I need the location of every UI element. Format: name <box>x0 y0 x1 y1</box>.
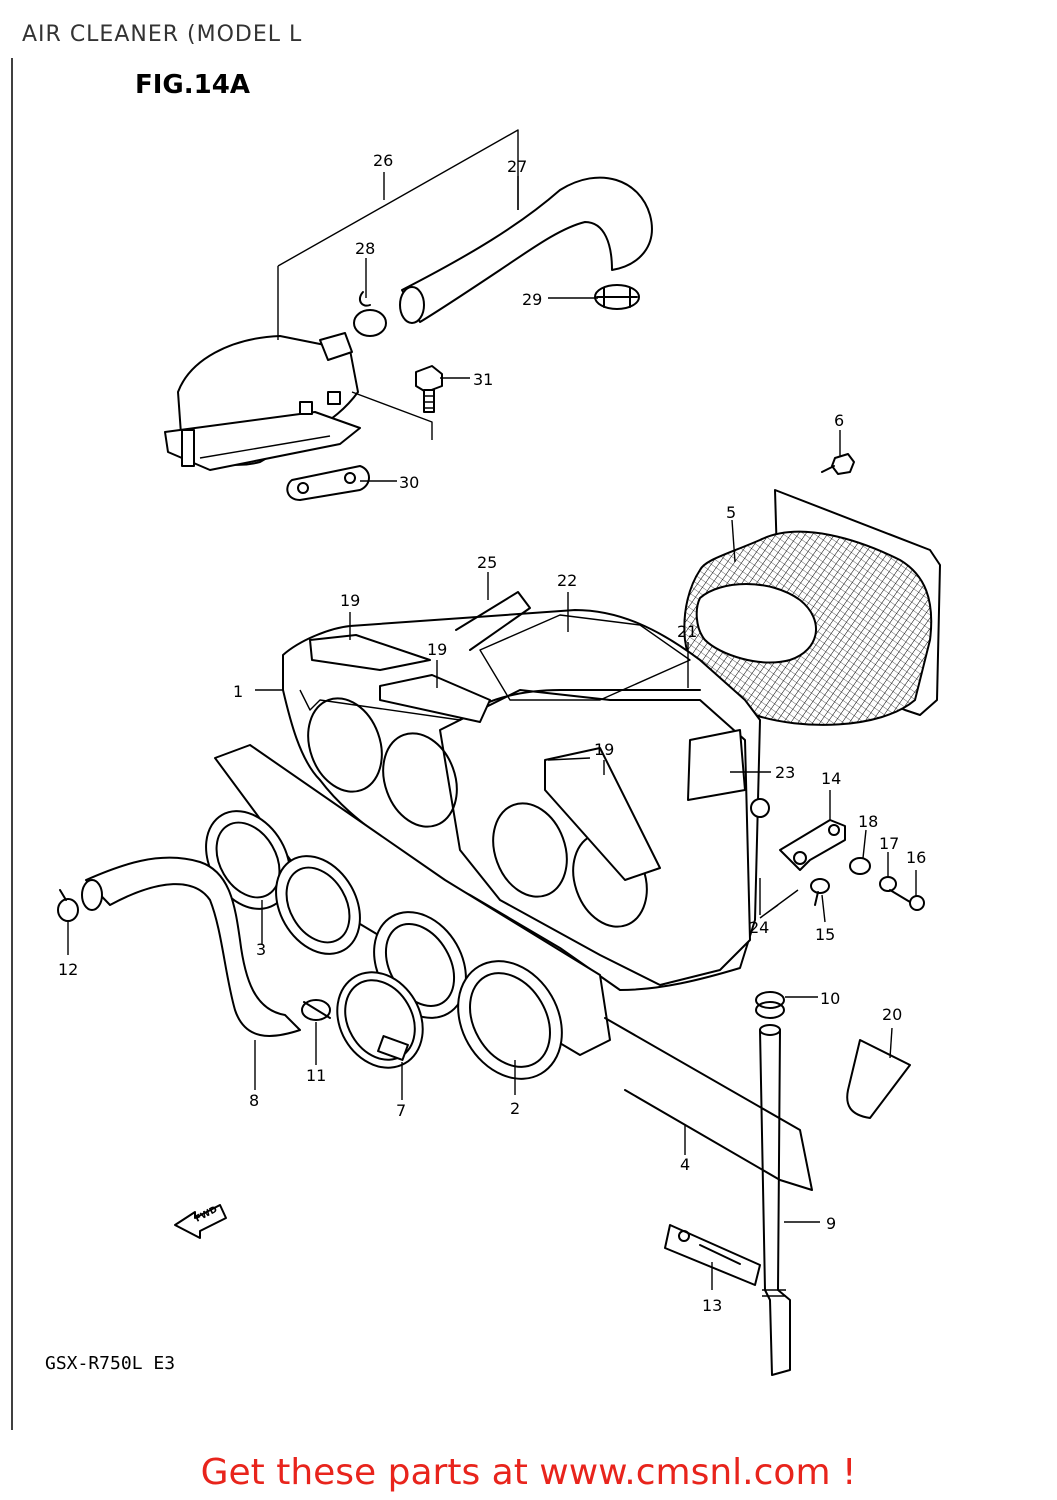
drain-tube-9 <box>759 1024 791 1376</box>
callout-2: 2 <box>510 1099 520 1118</box>
callout-29: 29 <box>522 290 542 309</box>
figure-label: FIG.14A <box>135 70 250 100</box>
collar-17 <box>879 876 897 892</box>
clamp-7 <box>336 971 424 1069</box>
callout-17: 17 <box>879 834 899 853</box>
callout-16: 16 <box>906 848 926 867</box>
callout-24: 24 <box>749 918 769 937</box>
callout-23: 23 <box>775 763 795 782</box>
breather-cover-26 <box>164 332 361 471</box>
callout-28: 28 <box>355 239 375 258</box>
callout-19-a: 19 <box>340 591 360 610</box>
bolt-16 <box>889 889 925 911</box>
screw-15 <box>810 878 830 906</box>
callout-21: 21 <box>677 622 697 641</box>
callout-22: 22 <box>557 571 577 590</box>
callout-31: 31 <box>473 370 493 389</box>
wire-4 <box>604 1017 813 1191</box>
screw-6 <box>821 453 855 475</box>
callout-4: 4 <box>680 1155 690 1174</box>
cover-20 <box>846 1039 911 1119</box>
breather-hose-27 <box>399 176 653 324</box>
callout-19-c: 19 <box>594 740 614 759</box>
callout-8: 8 <box>249 1091 259 1110</box>
model-code: GSX-R750L E3 <box>45 1353 176 1374</box>
bracket-14 <box>779 819 846 871</box>
drain-hose-8 <box>81 856 301 1037</box>
callout-5: 5 <box>726 503 736 522</box>
fwd-arrow-icon: FWD <box>174 1204 227 1239</box>
clip-12 <box>57 889 79 922</box>
callout-11: 11 <box>306 1066 326 1085</box>
callout-30: 30 <box>399 473 419 492</box>
callout-14: 14 <box>821 769 841 788</box>
air-cleaner-case-1 <box>282 591 761 991</box>
grommet-24 <box>750 798 770 818</box>
callout-10: 10 <box>820 989 840 1008</box>
page-title: AIR CLEANER (MODEL L <box>22 22 303 47</box>
callout-3: 3 <box>256 940 266 959</box>
callout-25: 25 <box>477 553 497 572</box>
hose-clip-28 <box>353 291 387 337</box>
callout-15: 15 <box>815 925 835 944</box>
group-bracket-26-27 <box>277 129 519 340</box>
callout-7: 7 <box>396 1101 406 1120</box>
callout-18: 18 <box>858 812 878 831</box>
clamp-10 <box>755 991 785 1019</box>
hose-clamp-29 <box>594 284 640 310</box>
bracket-13 <box>664 1224 761 1286</box>
bracket-30 <box>286 465 370 501</box>
callout-6: 6 <box>834 411 844 430</box>
callout-19-b: 19 <box>427 640 447 659</box>
bolt-31-leader-bracket <box>351 391 433 440</box>
washer-18 <box>849 857 871 875</box>
callout-27: 27 <box>507 157 527 176</box>
leader-lines <box>67 172 917 1290</box>
callout-20: 20 <box>882 1005 902 1024</box>
clip-11 <box>301 999 331 1021</box>
callout-9: 9 <box>826 1214 836 1233</box>
callout-26: 26 <box>373 151 393 170</box>
callout-13: 13 <box>702 1296 722 1315</box>
bolt-31 <box>415 365 443 413</box>
callout-12: 12 <box>58 960 78 979</box>
footer-cta-link[interactable]: Get these parts at www.cmsnl.com ! <box>200 1452 857 1493</box>
callout-1: 1 <box>233 682 243 701</box>
